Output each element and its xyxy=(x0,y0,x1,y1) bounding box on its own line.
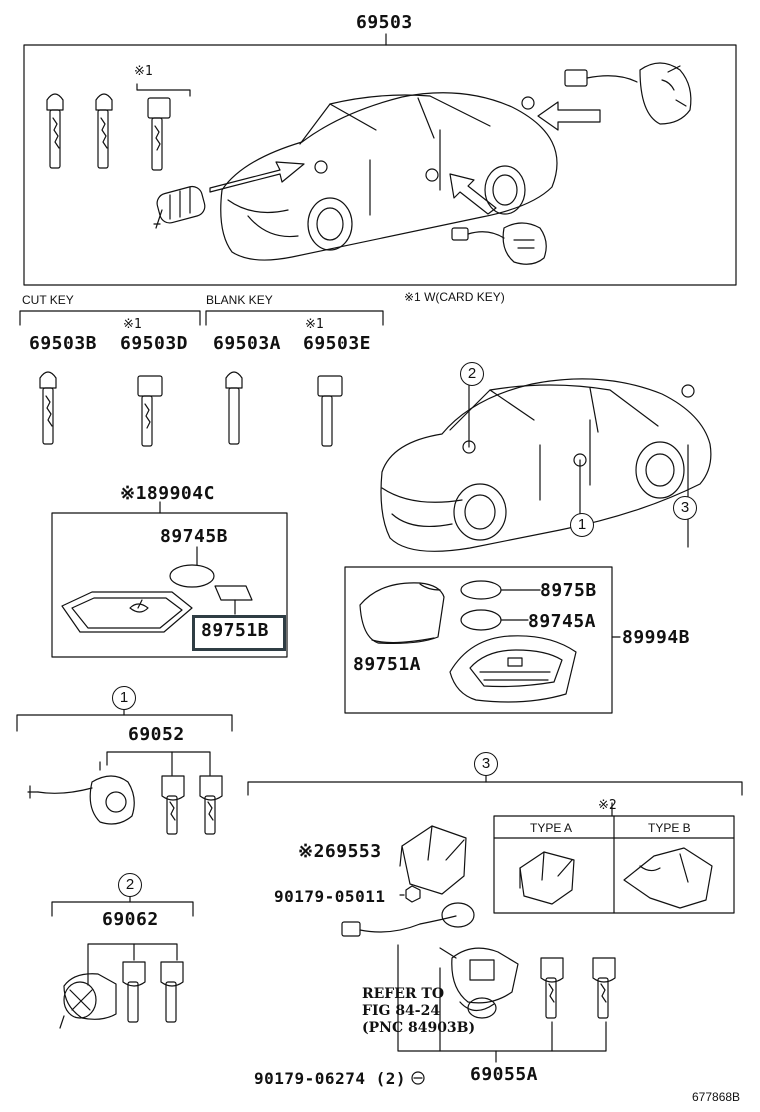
part-89904c-label: ※189904C xyxy=(120,483,215,504)
part-89745a-label: 89745A xyxy=(528,611,597,632)
screw-90179-05011-icon xyxy=(405,885,421,903)
part-89751b-label: 89751B xyxy=(201,620,270,641)
top-frame xyxy=(23,44,737,286)
top-key-1-icon xyxy=(46,93,64,169)
part-90179-06274-label: 90179-06274 (2) xyxy=(254,1069,406,1088)
set1-key-2-icon xyxy=(199,775,223,835)
remote-battery-89745a-icon xyxy=(460,609,502,631)
top-door-cylinder-icon xyxy=(153,185,206,229)
cover-89751b-icon xyxy=(214,585,253,601)
set2-bracket xyxy=(51,901,194,917)
part-69553-label: ※269553 xyxy=(298,841,382,862)
set2-cylinder-icon xyxy=(59,973,117,1029)
set3-switch-harness-icon xyxy=(341,902,475,937)
part-69503b-label: 69503B xyxy=(29,333,98,354)
card-key-note: ※1 W(CARD KEY) xyxy=(404,290,505,304)
remote-body-icon xyxy=(449,635,577,703)
top-car-outline-icon xyxy=(220,92,558,261)
callout-3-marker: 3 xyxy=(673,496,697,520)
diagram-code: 677868B xyxy=(692,1090,741,1104)
set1-bracket xyxy=(16,714,233,732)
card-key-bracket xyxy=(136,83,191,97)
part-69055a-label: 69055A xyxy=(470,1064,539,1085)
part-69052-label: 69052 xyxy=(128,724,185,745)
type-a-cover-icon xyxy=(519,851,575,905)
set2-marker: 2 xyxy=(118,873,142,897)
remote-cover-89751a-icon xyxy=(359,582,445,644)
set1-switch-icon xyxy=(27,761,135,825)
top-ignition-harness-icon xyxy=(451,222,547,265)
remote-seal-8975b-icon xyxy=(460,580,502,600)
blank-key-a-icon xyxy=(225,371,243,445)
top-arrows-icon xyxy=(209,101,601,215)
part-89994b-label: 89994B xyxy=(622,627,691,648)
reference-note: REFER TO FIG 84-24 (PNC 84903B) xyxy=(362,986,476,1036)
cut-key-d-icon xyxy=(137,375,163,447)
type-a-label: TYPE A xyxy=(530,821,573,835)
top-key-2-icon xyxy=(95,93,113,169)
battery-89745b-icon xyxy=(169,564,215,588)
part-90179-05011-label: 90179-05011 xyxy=(274,887,386,906)
part-89751a-label: 89751A xyxy=(353,654,422,675)
set2-key-1-icon xyxy=(122,961,146,1023)
part-69062-label: 69062 xyxy=(102,909,159,930)
card-key-box xyxy=(51,512,288,658)
type-b-label: TYPE B xyxy=(648,821,691,835)
part-89745b-label: 89745B xyxy=(160,526,229,547)
top-switch-harness-icon xyxy=(564,62,692,125)
set3-marker: 3 xyxy=(474,752,498,776)
set3-bracket xyxy=(247,781,743,796)
part-69503-label: 69503 xyxy=(356,12,413,33)
callout-2-marker: 2 xyxy=(460,362,484,386)
set2-key-2-icon xyxy=(160,961,184,1023)
blank-key-label: BLANK KEY xyxy=(206,293,273,307)
key-e-mark: ※1 xyxy=(305,317,324,332)
part-8975b-label: 8975B xyxy=(540,580,597,601)
type-mark: ※2 xyxy=(598,798,617,813)
set3-group-line xyxy=(397,944,607,1052)
card-key-mark: ※1 xyxy=(134,64,153,79)
key-d-mark: ※1 xyxy=(123,317,142,332)
set3-cylinder-icon xyxy=(439,947,519,1019)
set3-key-2-icon xyxy=(592,957,616,1019)
card-key-tray-icon xyxy=(61,591,193,633)
blank-key-bracket xyxy=(205,310,384,326)
highlight-box xyxy=(192,615,286,651)
part-69503d-label: 69503D xyxy=(120,333,189,354)
type-b-cover-icon xyxy=(623,847,713,909)
cut-key-a-icon xyxy=(39,371,57,445)
cut-key-label: CUT KEY xyxy=(22,293,74,307)
top-card-key-icon xyxy=(147,97,171,171)
screw-90179-06274-icon xyxy=(411,1071,425,1085)
set3-key-1-icon xyxy=(540,957,564,1019)
middle-car-outline-icon xyxy=(380,378,712,552)
set1-key-1-icon xyxy=(161,775,185,835)
cover-69553-icon xyxy=(399,825,467,895)
cut-key-bracket xyxy=(19,310,201,326)
part-69503a-label: 69503A xyxy=(213,333,282,354)
callout-1-marker: 1 xyxy=(570,513,594,537)
set1-marker: 1 xyxy=(112,686,136,710)
part-69503e-label: 69503E xyxy=(303,333,372,354)
blank-key-e-icon xyxy=(317,375,343,447)
remote-box xyxy=(344,566,613,714)
